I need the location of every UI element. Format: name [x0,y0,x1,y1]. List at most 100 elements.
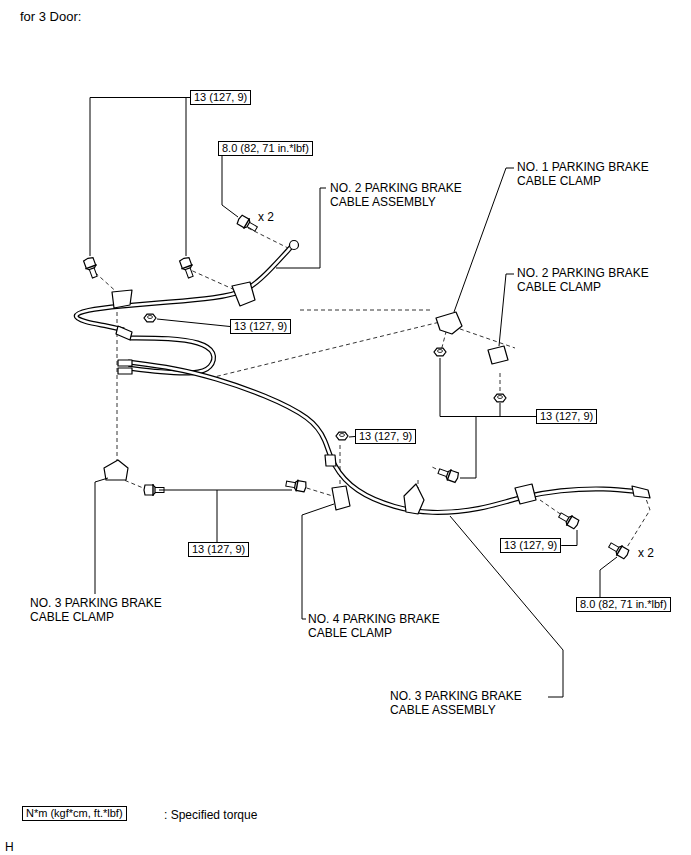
nut [336,432,348,440]
cable-end [118,360,132,366]
bolt-flange [296,480,298,492]
cable-end [632,486,650,498]
torque-box: 13 (127, 9) [355,429,416,444]
bolt-head [179,257,192,271]
bolt-flange [85,265,96,269]
bolt [557,510,580,530]
guide-line [624,496,650,552]
leader-line [450,516,563,697]
bolt-flange [244,218,250,228]
leader-line [95,478,108,594]
leader-line [217,490,218,542]
bolt [285,478,307,493]
bolt-flange [181,265,192,269]
part-name: NO. 3 PARKING BRAKE CABLE ASSEMBLY [390,689,530,717]
leader-line [500,403,501,417]
nut-hole [148,316,153,319]
cable-end [116,326,132,340]
torque-box: 13 (127, 9) [500,538,561,553]
legend-text: : Specified torque [164,808,257,822]
bolt [178,256,196,279]
torque-value: 13 (127, 9) [504,539,557,552]
guide-line [340,445,341,488]
torque-value: 13 (127, 9) [540,410,593,423]
torque-value: N*m (kgf*cm, ft.*lbf) [26,807,123,820]
cable-core [76,246,292,330]
leader-line [302,504,334,619]
leader-line [157,319,230,327]
bolt-head [236,215,251,229]
part-name: NO. 2 PARKING BRAKE CABLE ASSEMBLY [330,181,470,209]
bolt-head [294,480,307,492]
cable-clamp [488,346,508,364]
bolt-flange [566,515,572,525]
cable [128,362,640,512]
bolt-head [615,545,630,559]
torque-value: 13 (127, 9) [234,320,287,333]
torque-box: 13 (127, 9) [230,319,291,334]
torque-value: 13 (127, 9) [194,91,247,104]
legend-unit-box: N*m (kgf*cm, ft.*lbf) [22,806,127,821]
leader-line [186,98,187,257]
bolt-head [565,515,580,529]
bolt-head [446,470,460,483]
figure-code: H [5,840,14,854]
leader-line [499,274,514,346]
quantity: x 2 [258,210,274,224]
guide-line [540,500,572,522]
cable-eyelet [290,241,299,250]
nut [494,394,506,402]
nut-hole [498,396,503,399]
bolt [82,256,100,279]
leader-line [440,358,536,417]
guide-line [300,310,432,311]
part-name: NO. 1 PARKING BRAKE CABLE CLAMP [517,160,650,188]
cable-bracket [112,290,132,308]
cable-end [118,368,132,374]
cable-bracket [232,282,255,306]
cable-sleeve [515,484,536,504]
torque-box: 13 (127, 9) [188,542,249,557]
cable-clamp [332,486,350,510]
cable-clamp [436,312,462,334]
cable-sleeve [325,455,336,466]
part-name: NO. 3 PARKING BRAKE CABLE CLAMP [30,596,170,624]
torque-box: 13 (127, 9) [190,90,251,105]
torque-value: 8.0 (82, 71 in.*lbf) [580,598,667,611]
torque-box: 8.0 (82, 71 in.*lbf) [576,597,671,612]
title: for 3 Door: [20,10,81,24]
torque-value: 13 (127, 9) [192,543,245,556]
leader-line [600,557,617,597]
bolt [437,466,460,484]
bolt-flange [447,469,451,480]
part-name: NO. 2 PARKING BRAKE CABLE CLAMP [517,266,650,294]
torque-box: 8.0 (82, 71 in.*lbf) [218,141,313,156]
bolt [607,540,630,560]
torque-value: 13 (127, 9) [359,430,412,443]
leader-line [222,156,238,217]
leader-line [159,490,292,491]
leader-line [276,188,326,268]
bolt-head [83,257,96,271]
nut-hole [340,434,345,437]
bolt-flange [616,545,622,555]
leader-line [90,98,190,257]
bolt-head [144,485,155,495]
torque-value: 8.0 (82, 71 in.*lbf) [222,142,309,155]
cable [76,246,292,330]
leader-line [460,417,476,479]
torque-box: 13 (127, 9) [536,409,597,424]
cable-bracket [404,484,424,514]
nut [434,348,446,356]
cable-clamp [104,460,128,480]
part-name: NO. 4 PARKING BRAKE CABLE CLAMP [308,612,441,640]
guide-line [186,268,235,290]
nut [144,314,156,322]
bolt [236,214,259,234]
bolt-flange [152,484,153,496]
nut-hole [438,350,443,353]
leader-line [561,530,577,546]
cable-core [128,362,640,512]
